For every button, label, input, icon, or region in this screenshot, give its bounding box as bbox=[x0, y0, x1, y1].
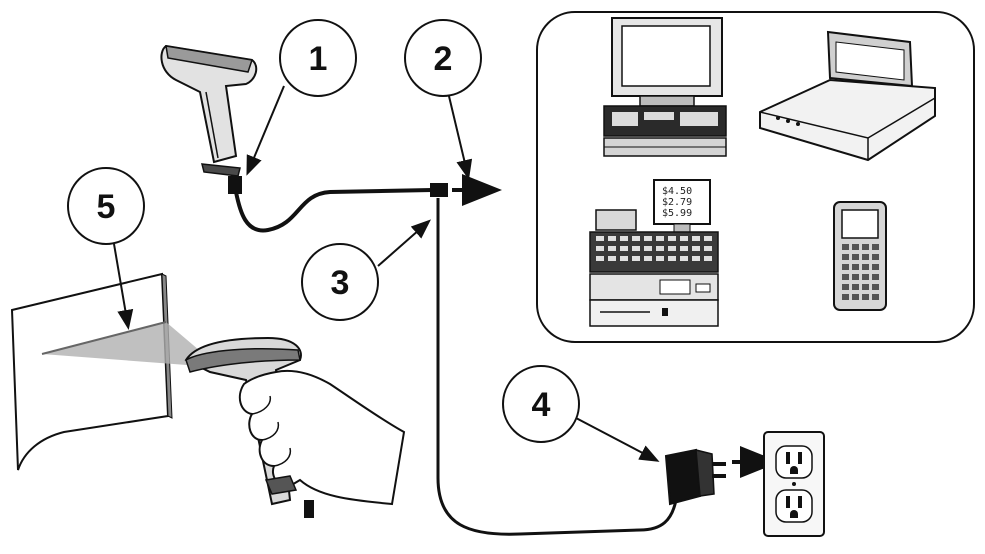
scan-beam bbox=[42, 322, 206, 366]
cable-connector bbox=[430, 183, 448, 197]
hand-held-scanner-icon bbox=[184, 336, 406, 518]
desktop-computer-icon bbox=[603, 17, 727, 157]
callout-4-label: 4 bbox=[532, 386, 551, 424]
callout-leader-2 bbox=[447, 91, 473, 180]
callout-1-label: 1 bbox=[309, 40, 328, 78]
register-display-line-3: $5.99 bbox=[662, 208, 692, 219]
callout-leader-1 bbox=[246, 85, 285, 176]
callout-3: 3 bbox=[301, 243, 379, 321]
callout-3-label: 3 bbox=[331, 264, 350, 302]
cash-register-icon: $4.50 $2.79 $5.99 bbox=[589, 179, 719, 327]
power-adapter-icon bbox=[664, 448, 726, 506]
handheld-computer-icon bbox=[833, 201, 887, 311]
register-display-line-1: $4.50 bbox=[662, 186, 692, 197]
barcode-target-panel bbox=[10, 272, 173, 471]
callout-leader-3 bbox=[377, 219, 432, 267]
power-cable bbox=[436, 198, 678, 536]
callout-leader-4 bbox=[575, 417, 660, 462]
callout-2: 2 bbox=[404, 19, 482, 97]
callout-5-label: 5 bbox=[97, 188, 116, 226]
callout-1: 1 bbox=[279, 19, 357, 97]
wall-outlet-icon bbox=[763, 431, 825, 537]
scanner-icon bbox=[160, 44, 258, 194]
terminal-icon bbox=[759, 30, 936, 162]
callout-leader-5 bbox=[113, 243, 134, 330]
host-devices-box bbox=[536, 11, 975, 343]
scan-line bbox=[41, 321, 167, 355]
callout-5: 5 bbox=[67, 167, 145, 245]
callout-2-label: 2 bbox=[434, 40, 453, 78]
register-display-line-2: $2.79 bbox=[662, 197, 692, 208]
interface-cable bbox=[234, 188, 433, 233]
callout-4: 4 bbox=[502, 365, 580, 443]
